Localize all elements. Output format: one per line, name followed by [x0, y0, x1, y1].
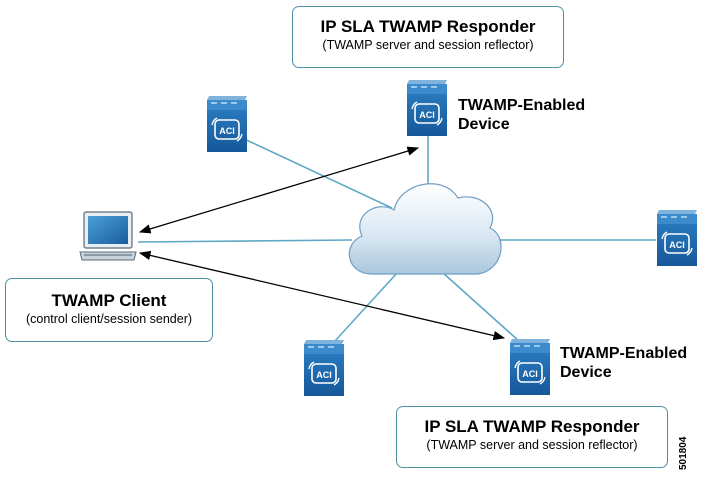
aci-switch-top-left: ACI [206, 95, 248, 153]
link-client [137, 239, 353, 243]
link-bottom-left-switch [333, 271, 399, 343]
device-bottom-label: TWAMP-Enabled Device [560, 344, 687, 382]
device-top-label: TWAMP-Enabled Device [458, 96, 585, 134]
figure-code: 501804 [678, 436, 689, 470]
twamp-client-box: TWAMP Client (control client/session sen… [5, 278, 213, 342]
responder-bottom-subtitle: (TWAMP server and session reflector) [426, 438, 638, 452]
link-top-left-switch [239, 136, 393, 209]
laptop-icon [79, 211, 137, 261]
responder-top-box: IP SLA TWAMP Responder (TWAMP server and… [292, 6, 564, 68]
device-bottom-label-line1: TWAMP-Enabled [560, 345, 688, 362]
device-top-label-line1: TWAMP-Enabled [458, 97, 586, 114]
device-bottom-label-line2: Device [560, 364, 612, 381]
aci-switch-label: ACI [316, 370, 332, 380]
aci-switch-bottom-left: ACI [303, 339, 345, 397]
responder-top-subtitle: (TWAMP server and session reflector) [322, 38, 534, 52]
aci-switch-right: ACI [656, 209, 698, 267]
arrow-client-to-top-device [138, 146, 420, 234]
twamp-client-title: TWAMP Client [51, 291, 167, 310]
network-cloud [348, 183, 502, 275]
twamp-enabled-device-bottom: ACI [509, 338, 551, 396]
twamp-client-subtitle: (control client/session sender) [25, 312, 193, 326]
aci-switch-label: ACI [522, 369, 538, 379]
responder-bottom-title: IP SLA TWAMP Responder [424, 417, 640, 436]
link-bottom-device [441, 271, 521, 343]
aci-switch-label: ACI [419, 110, 435, 120]
measurement-arrows [138, 146, 506, 341]
aci-switch-label: ACI [669, 240, 685, 250]
device-top-label-line2: Device [458, 116, 510, 133]
responder-top-title: IP SLA TWAMP Responder [320, 17, 536, 36]
aci-switch-label: ACI [219, 126, 235, 136]
arrow-client-to-bottom-device [138, 250, 506, 341]
responder-bottom-box: IP SLA TWAMP Responder (TWAMP server and… [396, 406, 668, 468]
twamp-enabled-device-top: ACI [406, 79, 448, 137]
